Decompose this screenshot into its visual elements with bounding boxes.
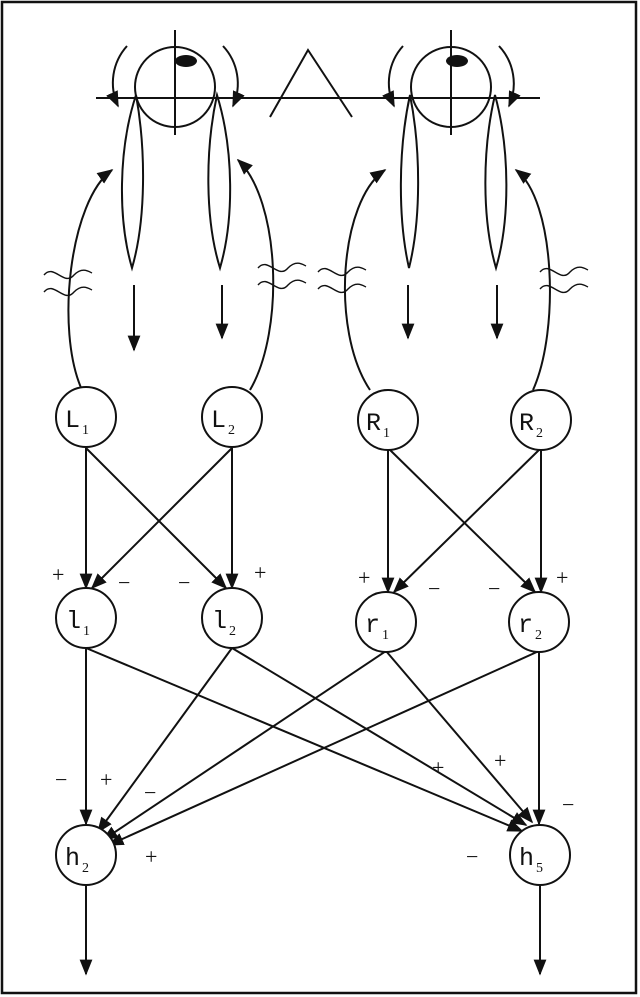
node-R1: R 1 bbox=[357, 389, 419, 451]
sign-l2-minus: − bbox=[178, 570, 190, 595]
node-L1-label: L bbox=[65, 406, 80, 435]
node-h2: h 2 bbox=[55, 824, 117, 886]
node-l1-subscript: 1 bbox=[83, 624, 90, 639]
sign-r1-minus: − bbox=[428, 576, 440, 601]
node-L1-subscript: 1 bbox=[82, 423, 89, 438]
node-l1: l 1 bbox=[55, 587, 117, 649]
node-R1-label: R bbox=[366, 409, 381, 438]
node-r2: r 2 bbox=[508, 591, 570, 653]
sign-l2-plus: + bbox=[254, 560, 266, 585]
node-L2: L 2 bbox=[201, 386, 263, 448]
left-eye-lateral-muscle bbox=[121, 94, 145, 272]
sign-h5-minus-b: − bbox=[466, 844, 478, 869]
node-R2: R 2 bbox=[510, 389, 572, 451]
node-r1-label: r bbox=[365, 611, 380, 640]
node-r1-subscript: 1 bbox=[382, 628, 389, 643]
node-h2-label: h bbox=[65, 844, 80, 873]
sign-r2-minus: − bbox=[488, 576, 500, 601]
sign-r1-plus: + bbox=[358, 565, 370, 590]
right-eye-medial-muscle bbox=[399, 94, 420, 269]
receptor-to-interneuron-connections bbox=[79, 447, 548, 594]
left-eye-rotation-arrow-right bbox=[222, 45, 245, 108]
right-eye-rotation-arrow-right bbox=[498, 45, 521, 108]
node-r2-subscript: 2 bbox=[535, 628, 542, 643]
node-h5: h 5 bbox=[509, 824, 571, 886]
left-pupil bbox=[175, 55, 197, 67]
node-l2-label: l bbox=[212, 607, 227, 636]
interneuron-to-output-connections bbox=[79, 647, 546, 846]
node-l1-label: l bbox=[66, 607, 81, 636]
R1-to-muscle-arc bbox=[343, 169, 387, 391]
node-l2: l 2 bbox=[201, 587, 263, 649]
arc-break-marks bbox=[43, 262, 589, 297]
node-L1: L 1 bbox=[55, 386, 117, 448]
sign-h2-minus: − bbox=[55, 767, 67, 792]
left-eye-medial-muscle bbox=[207, 91, 232, 272]
sign-l1-minus: − bbox=[118, 570, 130, 595]
node-R2-subscript: 2 bbox=[536, 426, 543, 441]
node-L2-subscript: 2 bbox=[228, 423, 235, 438]
nose-triangle bbox=[269, 48, 353, 118]
L1-to-muscle-arc bbox=[67, 169, 114, 391]
node-R1-subscript: 1 bbox=[383, 426, 390, 441]
L2-to-muscle-arc bbox=[236, 158, 275, 391]
sign-h2-minus-b: − bbox=[144, 780, 156, 805]
sign-h5-minus: − bbox=[562, 792, 574, 817]
node-h5-subscript: 5 bbox=[536, 861, 543, 876]
sign-r2-plus: + bbox=[556, 565, 568, 590]
sign-h2-plus-b: + bbox=[145, 844, 157, 869]
node-r2-label: r bbox=[518, 611, 533, 640]
left-eye bbox=[106, 30, 245, 135]
node-R2-label: R bbox=[519, 409, 534, 438]
node-h5-label: h bbox=[519, 844, 534, 873]
R2-to-muscle-arc bbox=[514, 169, 551, 391]
sign-h5-plus: + bbox=[432, 755, 444, 780]
node-l2-subscript: 2 bbox=[229, 624, 236, 639]
node-r1: r 1 bbox=[355, 591, 417, 653]
sign-h2-plus: + bbox=[100, 767, 112, 792]
node-L2-label: L bbox=[211, 406, 226, 435]
node-h2-subscript: 2 bbox=[82, 861, 89, 876]
right-eye-rotation-arrow-left bbox=[382, 45, 404, 108]
right-eye bbox=[382, 30, 521, 135]
sign-h5-plus-b: + bbox=[494, 748, 506, 773]
right-eye-lateral-muscle bbox=[484, 94, 508, 272]
sign-l1-plus: + bbox=[52, 562, 64, 587]
right-pupil bbox=[446, 55, 468, 67]
left-eye-rotation-arrow-left bbox=[106, 45, 128, 108]
